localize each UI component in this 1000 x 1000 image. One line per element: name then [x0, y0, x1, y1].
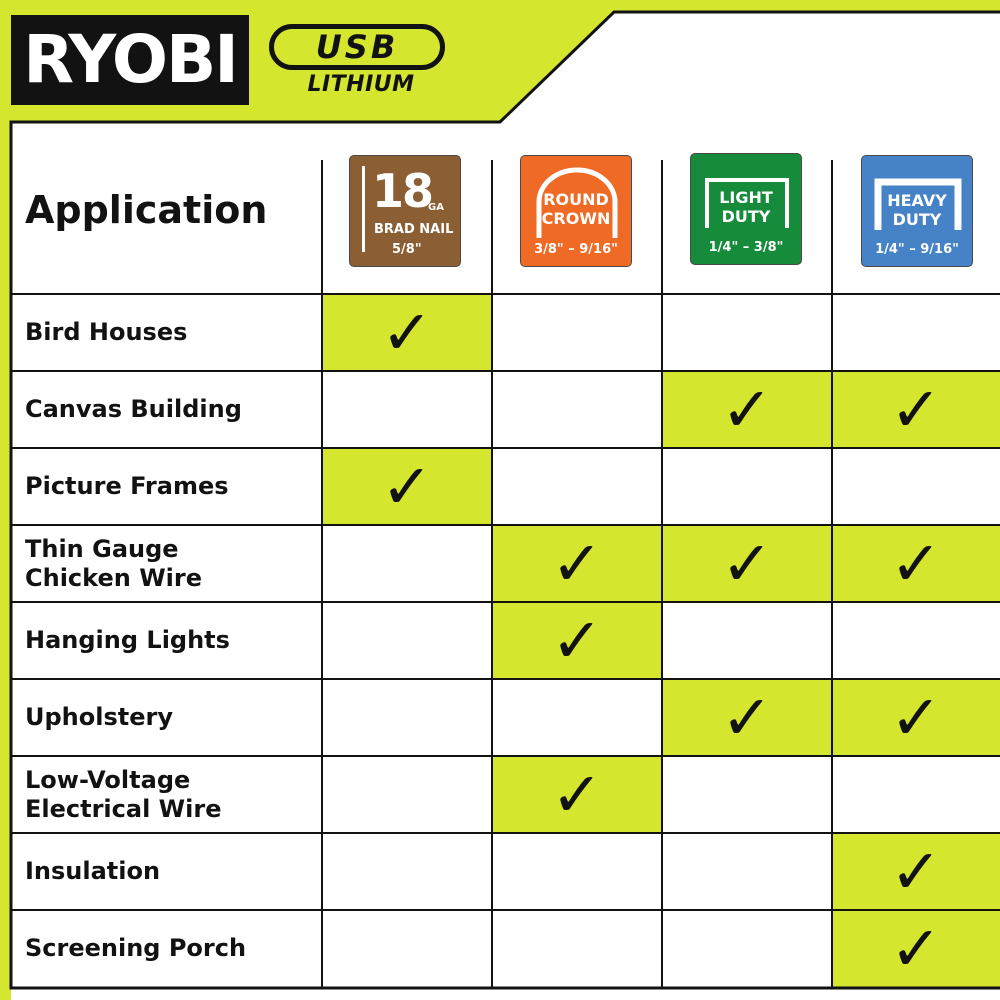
checked-cell — [322, 294, 492, 371]
panel-outline — [9, 10, 1000, 990]
checked-cell — [832, 910, 1000, 987]
nail-icon — [362, 166, 365, 252]
application-header: Application — [25, 188, 268, 232]
lithium-text: LITHIUM — [307, 72, 415, 97]
row-label: Hanging Lights — [25, 626, 230, 654]
row-label: Picture Frames — [25, 472, 229, 500]
check-mark-icon: ✓ — [721, 373, 773, 446]
checked-cell — [832, 525, 1000, 602]
checked-cell — [832, 679, 1000, 756]
row-label: Low-Voltage Electrical Wire — [25, 765, 222, 823]
grid-lines — [11, 160, 1000, 988]
heavy-staple-icon — [874, 178, 962, 230]
badge-line1: LIGHT — [719, 188, 773, 207]
check-mark-icon: ✓ — [721, 681, 773, 754]
checked-cell — [492, 525, 662, 602]
row-label: Upholstery — [25, 703, 173, 731]
badge-round-crown: ROUND CROWN 3/8" – 9/16" — [520, 155, 632, 267]
badge-type: BRAD NAIL — [374, 222, 454, 237]
row-label: Canvas Building — [25, 395, 242, 423]
check-mark-icon: ✓ — [381, 450, 433, 523]
badge-line1: HEAVY — [887, 191, 947, 210]
checked-cell — [662, 679, 832, 756]
check-mark-icon: ✓ — [721, 527, 773, 600]
check-mark-icon: ✓ — [551, 758, 603, 831]
badge-gauge-unit: GA — [428, 202, 444, 213]
check-mark-icon: ✓ — [890, 681, 942, 754]
checked-cells — [322, 294, 1000, 987]
badge-range: 3/8" – 9/16" — [534, 242, 618, 257]
check-mark-icon: ✓ — [551, 604, 603, 677]
row-label: Bird Houses — [25, 318, 188, 346]
badge-range: 5/8" — [392, 242, 422, 257]
badge-line2: DUTY — [721, 207, 771, 226]
row-label: Screening Porch — [25, 934, 247, 962]
check-mark-icon: ✓ — [890, 373, 942, 446]
check-mark-icon: ✓ — [890, 835, 942, 908]
check-mark-icon: ✓ — [890, 912, 942, 985]
checked-cell — [322, 448, 492, 525]
badge-range: 1/4" – 3/8" — [708, 240, 784, 255]
ryobi-logo-text: RYOBI — [23, 21, 239, 98]
checked-cell — [492, 602, 662, 679]
check-mark-icon: ✓ — [551, 527, 603, 600]
badge-gauge: 18 — [372, 164, 434, 218]
badge-range: 1/4" – 9/16" — [875, 242, 959, 257]
badge-line1: ROUND — [543, 190, 609, 209]
checked-cell — [832, 371, 1000, 448]
light-staple-icon — [705, 178, 789, 228]
row-label: Insulation — [25, 857, 161, 885]
badge-line2: DUTY — [892, 210, 942, 229]
round-staple-icon — [536, 167, 618, 238]
row-label: Thin Gauge Chicken Wire — [25, 534, 202, 592]
checked-cell — [662, 371, 832, 448]
usb-text: USB — [315, 28, 399, 66]
checked-cell — [662, 525, 832, 602]
check-mark-icon: ✓ — [890, 527, 942, 600]
check-mark-icon: ✓ — [381, 296, 433, 369]
badge-light-duty: LIGHT DUTY 1/4" – 3/8" — [690, 153, 802, 265]
usb-badge: USB — [269, 24, 445, 70]
ryobi-logo: RYOBI — [11, 15, 249, 105]
badge-line2: CROWN — [541, 209, 611, 228]
badge-heavy-duty: HEAVY DUTY 1/4" – 9/16" — [861, 155, 973, 267]
checked-cell — [492, 756, 662, 833]
badge-brad-nail: 18 GA BRAD NAIL 5/8" — [349, 155, 461, 267]
checked-cell — [832, 833, 1000, 910]
